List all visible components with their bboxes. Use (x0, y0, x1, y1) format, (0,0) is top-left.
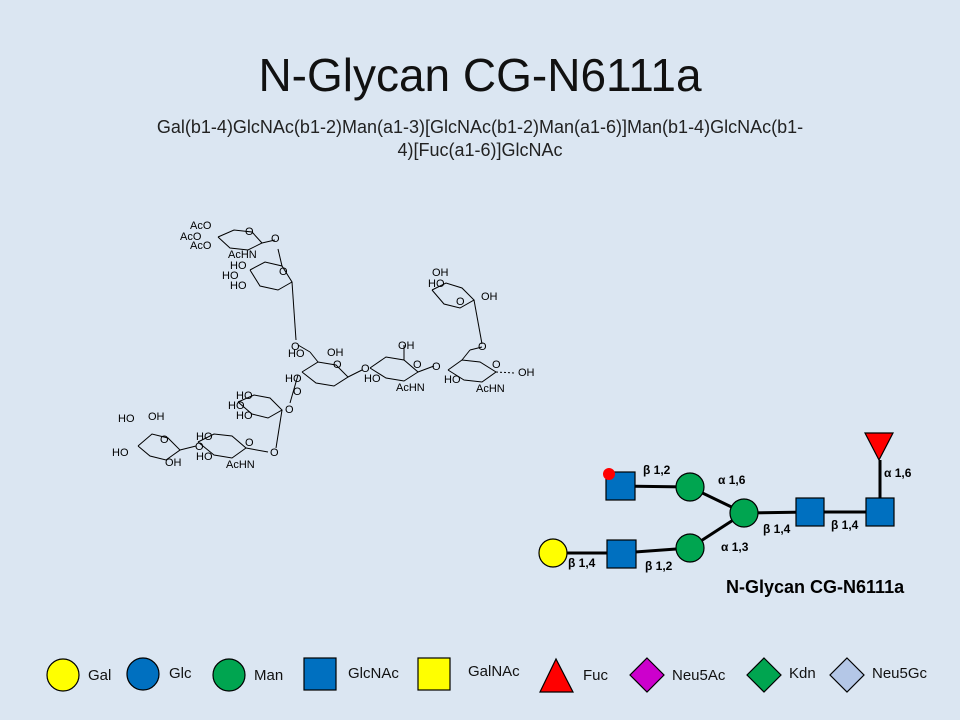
svg-text:O: O (413, 359, 422, 371)
blue-circle-icon (126, 657, 160, 691)
glcnac-reducing-icon (865, 497, 895, 527)
svg-text:O: O (293, 386, 302, 398)
structure-labels: AcO AcO AcO AcHN O O HO HO HO O O HO OH … (112, 220, 535, 471)
svg-text:AcO: AcO (180, 231, 202, 243)
page-title: N-Glycan CG-N6111a (258, 49, 702, 101)
green-diamond-icon (746, 657, 782, 693)
svg-text:O: O (492, 359, 501, 371)
legend-label-man: Man (254, 667, 284, 684)
svg-text:AcHN: AcHN (226, 459, 255, 471)
legend-label-glc: Glc (169, 665, 192, 682)
linkage-b12-lower: β 1,2 (645, 559, 673, 573)
svg-text:O: O (478, 341, 487, 353)
svg-text:OH: OH (518, 367, 535, 379)
iupac-line-2: 4)[Fuc(a1-6)]GlcNAc (397, 140, 563, 160)
svg-text:AcO: AcO (190, 220, 212, 232)
svg-text:HO: HO (364, 373, 381, 385)
svg-text:O: O (333, 359, 342, 371)
legend-label-neu5ac: Neu5Ac (672, 667, 726, 684)
gal-icon (538, 538, 568, 568)
linkage-fuc-a16: α 1,6 (884, 466, 912, 480)
diagram-residues (538, 432, 895, 569)
svg-text:OH: OH (432, 267, 449, 279)
purple-diamond-icon (629, 657, 665, 693)
svg-text:O: O (245, 437, 254, 449)
svg-text:HO: HO (112, 447, 129, 459)
svg-text:O: O (160, 434, 169, 446)
svg-text:HO: HO (196, 451, 213, 463)
svg-text:HO: HO (222, 270, 239, 282)
glcnac-lower-icon (606, 539, 637, 569)
svg-text:OH: OH (327, 347, 344, 359)
svg-text:HO: HO (428, 278, 445, 290)
svg-text:OH: OH (148, 411, 165, 423)
legend-label-galnac: GalNAc (468, 663, 520, 680)
svg-text:HO: HO (228, 400, 245, 412)
yellow-square-icon (417, 657, 451, 691)
lightblue-diamond-icon (829, 657, 865, 693)
svg-text:O: O (291, 341, 300, 353)
legend-label-glcnac: GlcNAc (348, 665, 399, 682)
svg-text:O: O (456, 296, 465, 308)
svg-text:OH: OH (481, 291, 498, 303)
svg-text:O: O (271, 233, 280, 245)
svg-text:AcO: AcO (190, 240, 212, 252)
red-dot-icon (603, 468, 615, 480)
linkage-a16: α 1,6 (718, 473, 746, 487)
svg-text:AcHN: AcHN (396, 382, 425, 394)
svg-text:HO: HO (288, 348, 305, 360)
structure-bonds (137, 229, 516, 461)
legend-label-fuc: Fuc (583, 667, 609, 684)
legend (46, 657, 865, 693)
svg-text:O: O (361, 363, 370, 375)
svg-text:O: O (285, 404, 294, 416)
svg-text:O: O (270, 447, 279, 459)
svg-text:O: O (432, 361, 441, 373)
blue-square-icon (303, 657, 337, 691)
svg-text:HO: HO (285, 373, 302, 385)
svg-text:OH: OH (398, 340, 415, 352)
linkage-a13: α 1,3 (721, 540, 749, 554)
diagram-caption: N-Glycan CG-N6111a (726, 577, 905, 597)
man-a13-icon (675, 533, 705, 563)
svg-text:HO: HO (236, 390, 253, 402)
svg-text:AcHN: AcHN (228, 249, 257, 261)
linkage-b14-lower: β 1,4 (568, 556, 596, 570)
svg-text:HO: HO (236, 410, 253, 422)
svg-text:O: O (279, 266, 288, 278)
svg-text:HO: HO (230, 280, 247, 292)
red-triangle-icon (539, 657, 574, 693)
iupac-name: Gal(b1-4)GlcNAc(b1-2)Man(a1-3)[GlcNAc(b1… (90, 116, 870, 162)
yellow-circle-icon (46, 658, 80, 692)
svg-text:HO: HO (196, 431, 213, 443)
fuc-triangle-icon (864, 432, 894, 462)
svg-text:O: O (195, 441, 204, 453)
man-core-icon (729, 498, 759, 528)
svg-text:HO: HO (118, 413, 135, 425)
svg-text:AcHN: AcHN (476, 383, 505, 395)
diagram-bonds (553, 460, 882, 555)
man-a16-icon (675, 472, 705, 502)
svg-text:OH: OH (165, 457, 182, 469)
linkage-b14-b: β 1,4 (831, 518, 859, 532)
svg-text:O: O (245, 226, 254, 238)
svg-text:HO: HO (230, 260, 247, 272)
linkage-b14-a: β 1,4 (763, 522, 791, 536)
legend-label-neu5gc: Neu5Gc (872, 665, 928, 682)
green-circle-icon (212, 658, 246, 692)
svg-text:HO: HO (444, 374, 461, 386)
legend-label-kdn: Kdn (789, 665, 816, 682)
linkage-b12-upper: β 1,2 (643, 463, 671, 477)
legend-symbols (46, 657, 865, 693)
glcnac-core-icon (795, 497, 825, 527)
legend-label-gal: Gal (88, 667, 112, 684)
diagram-linkage-labels: β 1,2 α 1,6 α 1,3 β 1,4 β 1,4 α 1,6 β 1,… (568, 463, 912, 597)
iupac-line-1: Gal(b1-4)GlcNAc(b1-2)Man(a1-3)[GlcNAc(b1… (156, 117, 804, 137)
